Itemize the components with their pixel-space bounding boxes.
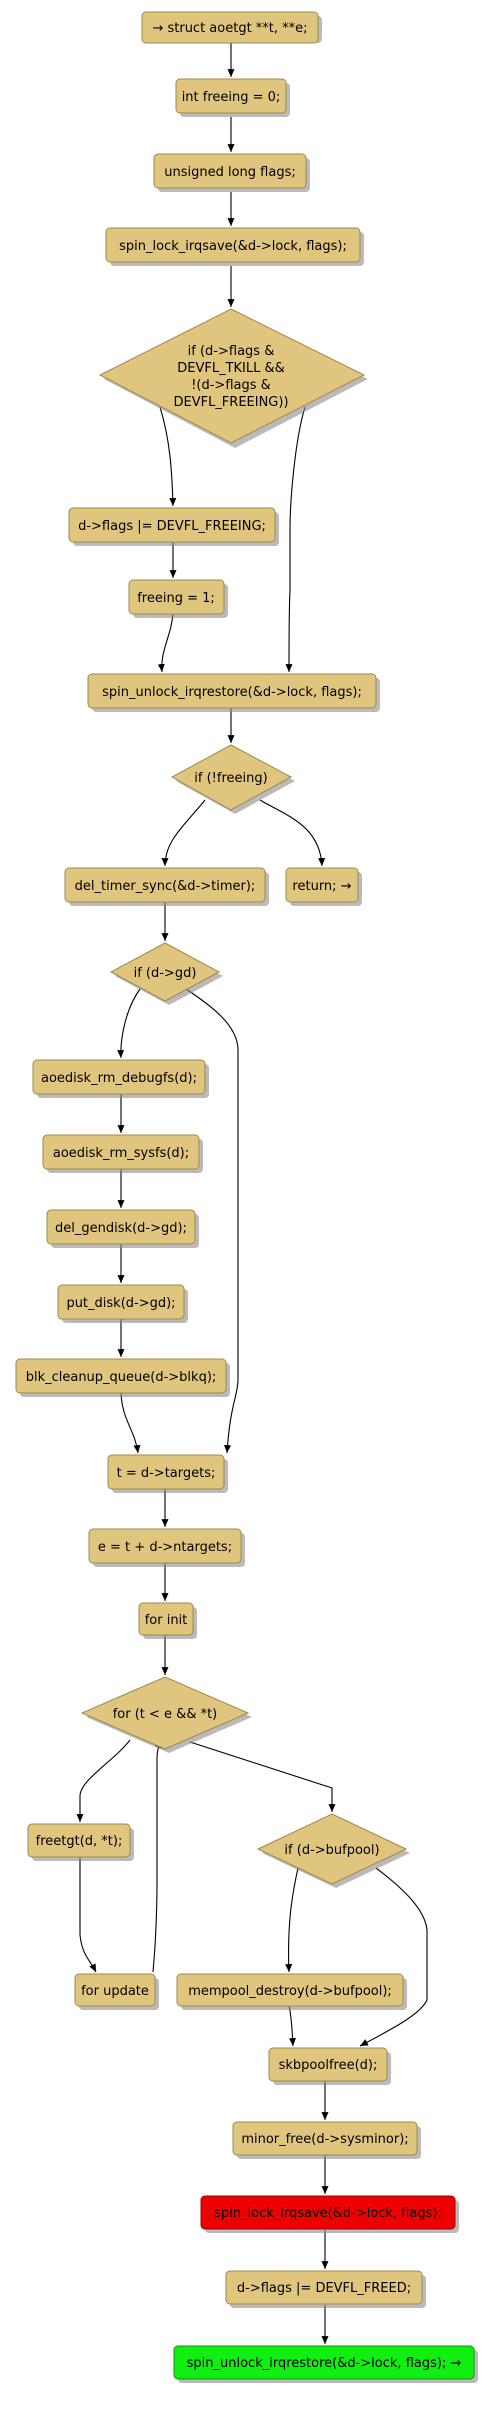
edge-cond-bufpool-to-skbpoolfree xyxy=(359,1867,428,2047)
node-lock-save-label: spin_lock_irqsave(&d->lock, flags); xyxy=(119,239,347,254)
edge-for-cond-to-cond-bufpool xyxy=(189,1741,336,1812)
node-del-gendisk-label: del_gendisk(d->gd); xyxy=(55,1221,187,1236)
edge-freetgt-to-for-update xyxy=(79,1857,97,1973)
node-entry-label: → struct aoetgt **t, **e; xyxy=(152,21,307,36)
node-lock-save-final-label: spin_lock_irqsave(&d->lock, flags); xyxy=(214,2206,442,2221)
edge-mempool-to-skbpoolfree xyxy=(288,2004,297,2047)
node-skbpoolfree: skbpoolfree(d); xyxy=(268,2047,391,2085)
node-cond-tkill-line1: if (d->flags & xyxy=(188,344,275,359)
node-freetgt-label: freetgt(d, *t); xyxy=(36,1834,123,1849)
node-for-init: for init xyxy=(138,1602,197,1639)
node-set-freed-flag: d->flags |= DEVFL_FREED; xyxy=(225,2270,426,2308)
node-flags-decl: unsigned long flags; xyxy=(153,153,310,192)
node-return-early-label: return; → xyxy=(292,879,351,894)
node-cond-gd-label: if (d->gd) xyxy=(134,966,197,981)
node-del-timer: del_timer_sync(&d->timer); xyxy=(64,867,269,906)
node-freeing-init: int freeing = 0; xyxy=(175,78,290,117)
node-unlock-restore: spin_unlock_irqrestore(&d->lock, flags); xyxy=(87,673,380,712)
node-minor-free-label: minor_free(d->sysminor); xyxy=(241,2132,408,2147)
node-unlock-restore-final: spin_unlock_irqrestore(&d->lock, flags);… xyxy=(173,2345,478,2383)
edge-cond-not-freeing-to-return xyxy=(259,799,326,867)
node-freeing-one: freeing = 1; xyxy=(128,579,228,618)
node-skbpoolfree-label: skbpoolfree(d); xyxy=(279,2058,378,2073)
flow-edges xyxy=(76,43,428,2344)
node-cond-tkill: if (d->flags & DEVFL_TKILL && !(d->flags… xyxy=(98,308,368,448)
node-e-assign-label: e = t + d->ntargets; xyxy=(98,1540,232,1555)
node-rm-debugfs: aoedisk_rm_debugfs(d); xyxy=(32,1059,209,1098)
edge-cond-bufpool-to-mempool xyxy=(285,1867,299,1973)
node-e-assign: e = t + d->ntargets; xyxy=(88,1528,245,1567)
node-freeing-one-label: freeing = 1; xyxy=(137,591,215,606)
node-entry: → struct aoetgt **t, **e; xyxy=(141,11,322,44)
node-for-update-label: for update xyxy=(81,1984,149,1999)
node-t-assign-label: t = d->targets; xyxy=(117,1466,216,1481)
node-cond-tkill-line3: !(d->flags & xyxy=(191,378,271,393)
edge-cond-tkill-to-set-freeing xyxy=(159,406,177,507)
node-cond-bufpool: if (d->bufpool) xyxy=(256,1813,410,1888)
node-freetgt: freetgt(d, *t); xyxy=(27,1823,134,1861)
node-cond-not-freeing-label: if (!freeing) xyxy=(194,771,267,786)
node-mempool-destroy-label: mempool_destroy(d->bufpool); xyxy=(188,1984,392,1999)
node-del-gendisk: del_gendisk(d->gd); xyxy=(46,1209,199,1248)
node-for-cond-label: for (t < e && *t) xyxy=(113,1707,218,1722)
node-cond-gd: if (d->gd) xyxy=(109,942,223,1005)
node-del-timer-label: del_timer_sync(&d->timer); xyxy=(75,879,256,894)
edge-cond-gd-to-t-assign xyxy=(185,988,239,1454)
node-set-freeing-flag-label: d->flags |= DEVFL_FREEING; xyxy=(78,519,266,534)
node-mempool-destroy: mempool_destroy(d->bufpool); xyxy=(176,1973,407,2010)
edge-cond-gd-to-rm-debugfs xyxy=(117,988,141,1059)
node-unlock-restore-label: spin_unlock_irqrestore(&d->lock, flags); xyxy=(102,685,362,700)
node-rm-debugfs-label: aoedisk_rm_debugfs(d); xyxy=(41,1071,197,1086)
edge-freeing-one-to-unlock xyxy=(157,611,174,673)
node-set-freeing-flag: d->flags |= DEVFL_FREEING; xyxy=(68,507,279,546)
node-rm-sysfs-label: aoedisk_rm_sysfs(d); xyxy=(53,1146,189,1161)
edge-cond-tkill-to-unlock xyxy=(285,406,306,673)
node-cond-tkill-line2: DEVFL_TKILL && xyxy=(177,361,285,376)
node-cond-tkill-line4: DEVFL_FREEING)) xyxy=(173,395,288,410)
node-cleanup-queue: blk_cleanup_queue(d->blkq); xyxy=(15,1358,230,1397)
node-cond-not-freeing: if (!freeing) xyxy=(170,744,295,814)
edge-for-update-to-for-cond xyxy=(152,1739,162,1973)
node-put-disk-label: put_disk(d->gd); xyxy=(66,1296,175,1311)
node-lock-save-final: spin_lock_irqsave(&d->lock, flags); xyxy=(200,2195,459,2233)
node-freeing-init-label: int freeing = 0; xyxy=(182,90,281,105)
node-put-disk: put_disk(d->gd); xyxy=(57,1284,188,1323)
node-t-assign: t = d->targets; xyxy=(107,1454,228,1493)
node-minor-free: minor_free(d->sysminor); xyxy=(232,2121,421,2159)
node-set-freed-flag-label: d->flags |= DEVFL_FREED; xyxy=(237,2281,411,2296)
edge-cond-not-freeing-to-del-timer xyxy=(161,799,206,867)
edge-for-cond-to-freetgt xyxy=(76,1739,131,1822)
node-for-update: for update xyxy=(74,1973,159,2010)
node-flags-decl-label: unsigned long flags; xyxy=(164,165,296,180)
node-cond-bufpool-label: if (d->bufpool) xyxy=(284,1843,379,1858)
edge-cleanup-queue-to-t-assign xyxy=(120,1392,141,1454)
node-return-early: return; → xyxy=(285,867,362,906)
node-rm-sysfs: aoedisk_rm_sysfs(d); xyxy=(42,1134,203,1173)
node-lock-save: spin_lock_irqsave(&d->lock, flags); xyxy=(105,227,364,266)
node-unlock-restore-final-label: spin_unlock_irqrestore(&d->lock, flags);… xyxy=(187,2356,462,2371)
node-for-cond: for (t < e && *t) xyxy=(80,1676,252,1753)
node-cleanup-queue-label: blk_cleanup_queue(d->blkq); xyxy=(26,1370,217,1385)
node-for-init-label: for init xyxy=(145,1613,188,1628)
